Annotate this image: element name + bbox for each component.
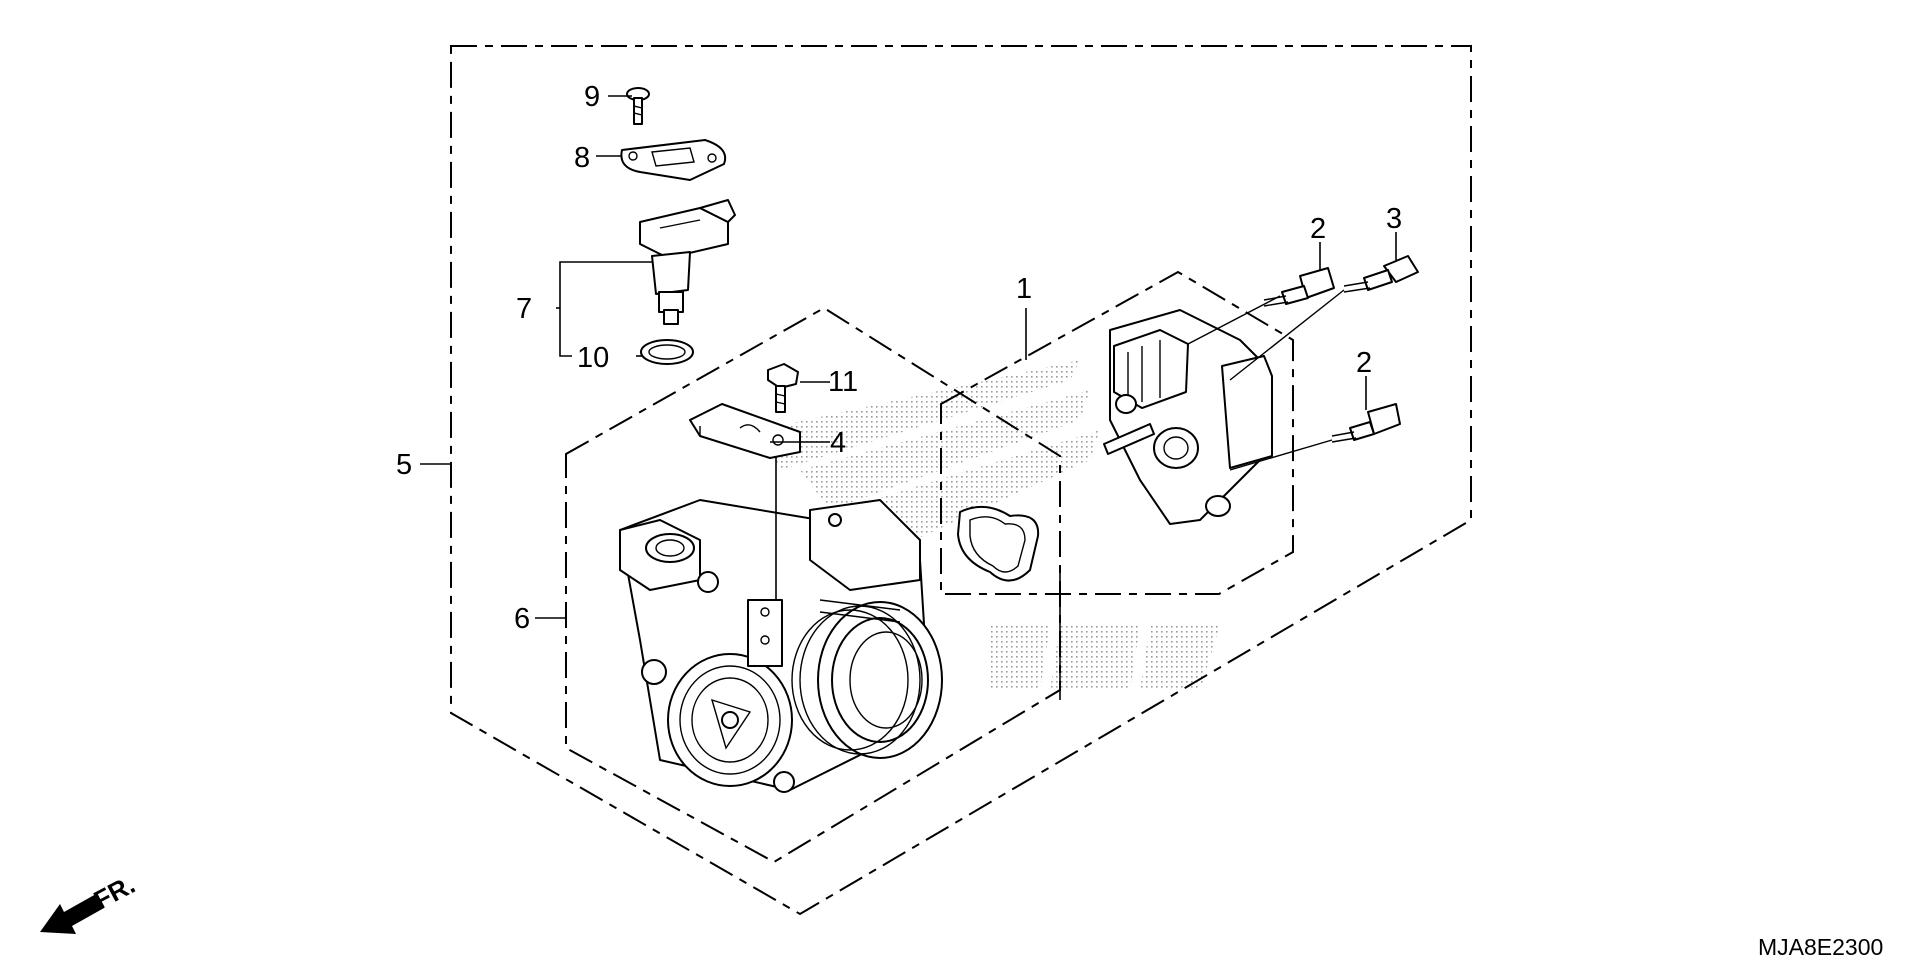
callout-6: 6 xyxy=(514,603,530,635)
callout-8: 8 xyxy=(574,142,590,174)
diagram-code: MJA8E2300 xyxy=(1758,934,1883,960)
part-2-bolt-upper xyxy=(1263,267,1335,307)
part-1-sensor-unit xyxy=(1103,309,1273,525)
part-9-screw xyxy=(626,87,650,125)
assembly-boundary-5 xyxy=(450,45,1472,916)
callout-7: 7 xyxy=(516,293,532,325)
part-7-sensor xyxy=(639,199,736,325)
part-11-bolt xyxy=(767,363,799,413)
part-2-bolt-lower xyxy=(1331,403,1401,443)
front-direction-arrow-icon xyxy=(40,894,104,934)
part-6-throttle-body xyxy=(619,499,943,793)
part-4-bracket xyxy=(689,403,801,459)
sensor-gasket xyxy=(957,505,1040,582)
callout-1: 1 xyxy=(1016,273,1032,305)
sensor-unit-boundary-1 xyxy=(940,270,1294,595)
callout-3: 3 xyxy=(1386,203,1402,235)
callout-5: 5 xyxy=(396,449,412,481)
callout-11: 11 xyxy=(828,366,858,398)
part-3-bolt xyxy=(1343,255,1419,293)
callout-9: 9 xyxy=(584,81,600,113)
callout-10: 10 xyxy=(577,342,609,374)
part-8-gasket xyxy=(620,139,727,181)
leader-lines xyxy=(420,95,1397,700)
callout-2-upper: 2 xyxy=(1310,213,1326,245)
callout-4: 4 xyxy=(830,427,846,459)
callout-2-lower: 2 xyxy=(1356,347,1372,379)
honda-wing-logo xyxy=(760,360,1220,690)
part-10-o-ring xyxy=(640,339,694,365)
